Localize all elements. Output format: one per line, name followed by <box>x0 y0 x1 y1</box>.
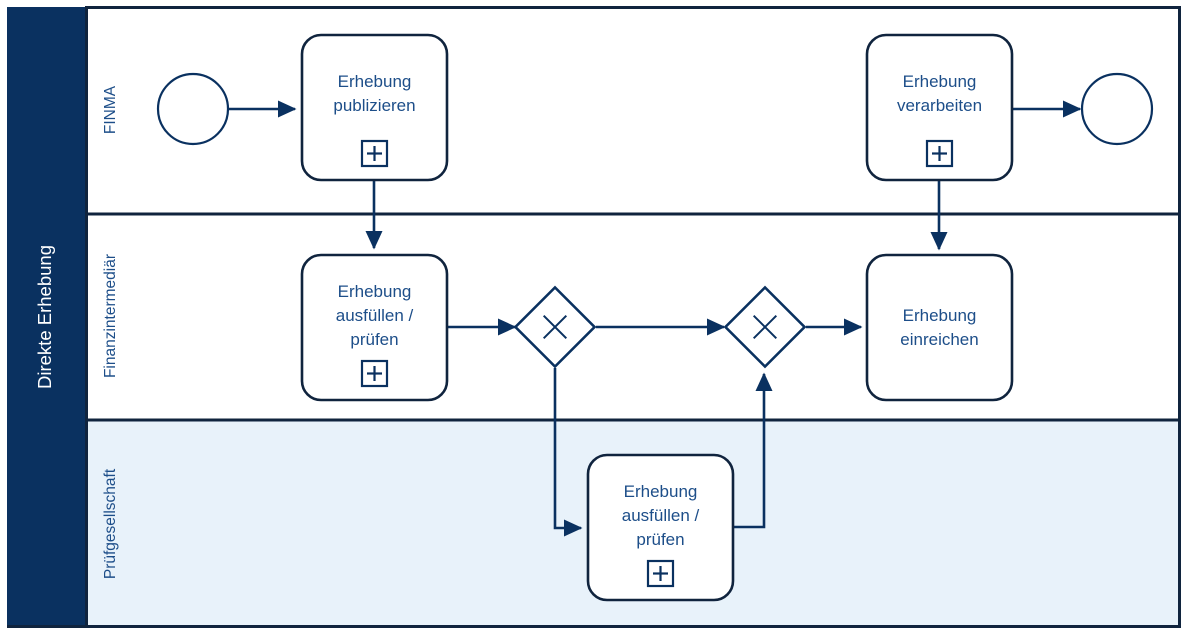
pool-header-bar <box>7 7 85 628</box>
lane-label-pruefgesellschaft: Prüfgesellschaft <box>102 468 119 579</box>
task-erhebung-ausfuellen-pruefen-pg[interactable]: Erhebung ausfüllen / prüfen <box>586 453 735 602</box>
task-erhebung-verarbeiten-box <box>865 33 1014 182</box>
gateway-join[interactable] <box>723 285 807 369</box>
task-erhebung-verarbeiten-label-line2: verarbeiten <box>897 96 982 115</box>
task-erhebung-einreichen-label-line2: einreichen <box>900 330 978 349</box>
task-erhebung-ausfuellen-pruefen-pg-label-line1: Erhebung <box>624 482 698 501</box>
end-event[interactable] <box>1080 72 1154 146</box>
end-event-circle <box>1080 72 1154 146</box>
flow-split-to-ausfuellen-pg[interactable] <box>553 368 583 537</box>
task-erhebung-publizieren[interactable]: Erhebung publizieren <box>300 33 449 182</box>
flow-ausfuellen-pg-to-join[interactable] <box>733 372 773 529</box>
task-erhebung-einreichen[interactable]: Erhebung einreichen <box>865 253 1014 402</box>
task-erhebung-publizieren-label-line1: Erhebung <box>338 72 412 91</box>
collapsed-subprocess-plus-icon <box>646 559 675 588</box>
task-erhebung-publizieren-label-line2: publizieren <box>333 96 415 115</box>
task-erhebung-ausfuellen-pruefen-pg-label-line2: ausfüllen / <box>622 506 700 525</box>
start-event-circle <box>156 72 230 146</box>
pool-title: Direkte Erhebung <box>34 245 55 389</box>
parallel-gateway-plus-icon <box>752 314 778 340</box>
task-erhebung-verarbeiten[interactable]: Erhebung verarbeiten <box>865 33 1014 182</box>
parallel-gateway-plus-icon <box>542 314 568 340</box>
task-erhebung-ausfuellen-pruefen-fi-box <box>300 253 449 402</box>
task-erhebung-ausfuellen-pruefen-fi-label-line2: ausfüllen / <box>336 306 414 325</box>
start-event[interactable] <box>156 72 230 146</box>
task-erhebung-ausfuellen-pruefen-pg-box <box>586 453 735 602</box>
collapsed-subprocess-plus-icon <box>360 359 389 388</box>
task-erhebung-ausfuellen-pruefen-fi[interactable]: Erhebung ausfüllen / prüfen <box>300 253 449 402</box>
sequence-flows <box>228 100 1082 537</box>
lane-label-finma: FINMA <box>102 85 119 134</box>
task-erhebung-verarbeiten-label-line1: Erhebung <box>903 72 977 91</box>
task-erhebung-ausfuellen-pruefen-fi-label-line3: prüfen <box>350 330 398 349</box>
lane-body-finanzintermediaer <box>85 213 1181 419</box>
collapsed-subprocess-plus-icon <box>925 139 954 168</box>
task-erhebung-einreichen-box <box>865 253 1014 402</box>
task-erhebung-publizieren-box <box>300 33 449 182</box>
task-erhebung-ausfuellen-pruefen-pg-label-line3: prüfen <box>636 530 684 549</box>
lane-label-finanzintermediaer: Finanzintermediär <box>102 254 119 378</box>
task-erhebung-ausfuellen-pruefen-fi-label-line1: Erhebung <box>338 282 412 301</box>
task-erhebung-einreichen-label-line1: Erhebung <box>903 306 977 325</box>
collapsed-subprocess-plus-icon <box>360 139 389 168</box>
gateway-split[interactable] <box>513 285 597 369</box>
